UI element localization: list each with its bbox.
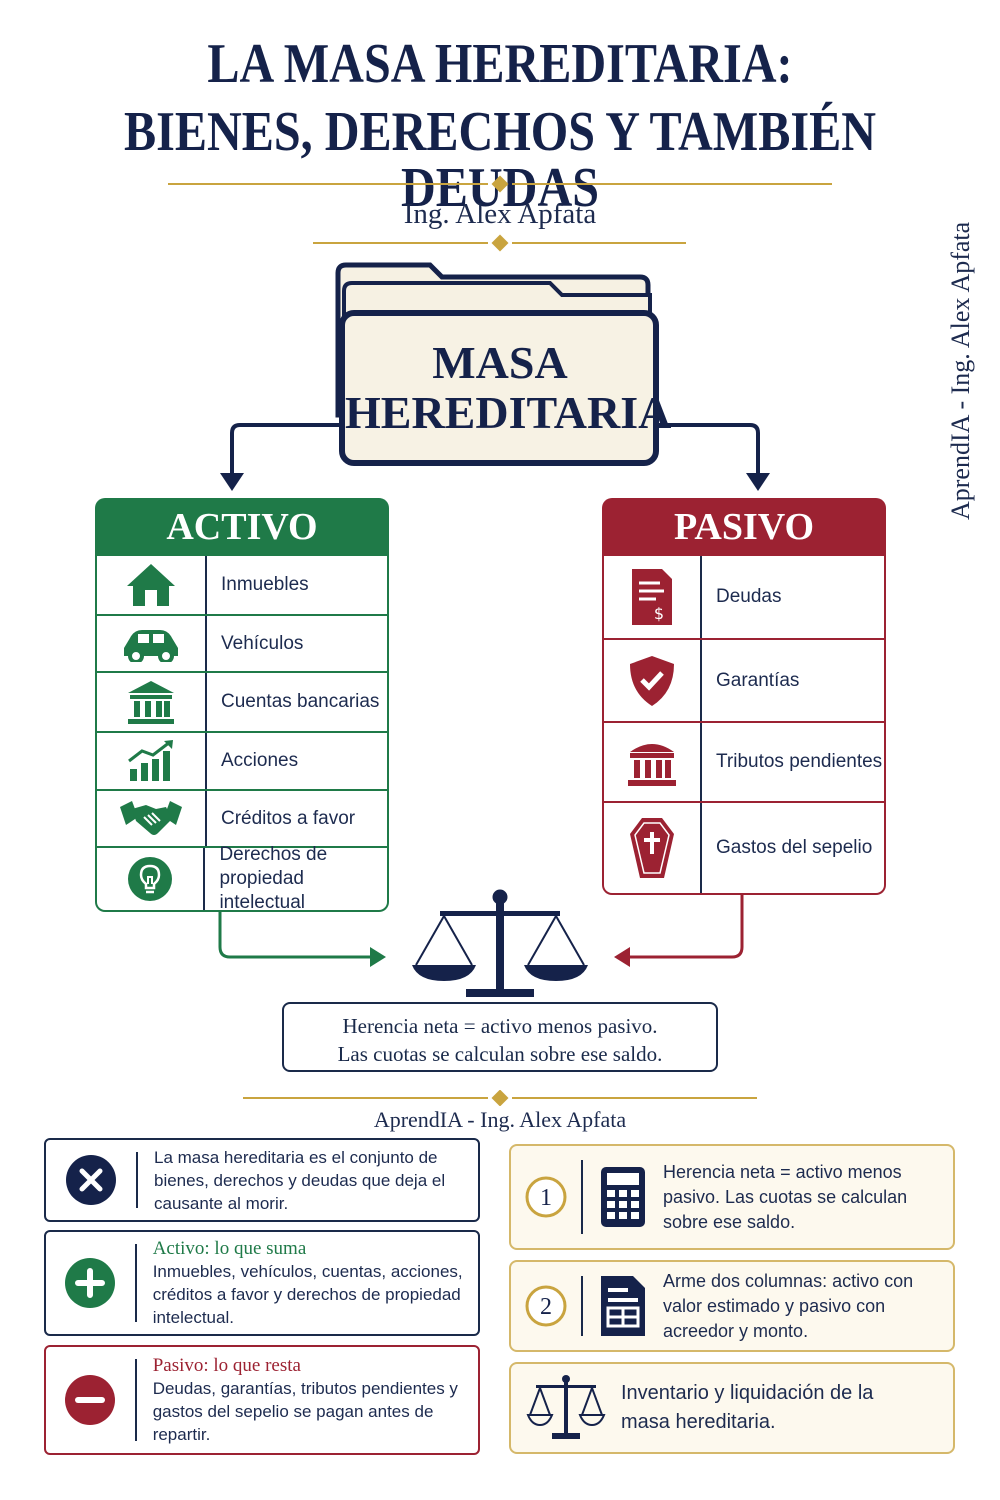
formula-line-2: Las cuotas se calculan sobre ese saldo. bbox=[337, 1042, 663, 1066]
pasivo-card-text: Deudas, garantías, tributos pendientes y… bbox=[152, 1379, 458, 1444]
activo-item-label: Inmuebles bbox=[221, 574, 309, 595]
activo-card-content: Activo: lo que suma Inmuebles, vehículos… bbox=[137, 1237, 478, 1329]
activo-item: Créditos a favor bbox=[97, 791, 387, 848]
folder-label-line-1: MASA bbox=[432, 337, 568, 388]
scales-icon bbox=[511, 1373, 621, 1443]
folder-icon bbox=[339, 310, 659, 466]
gold-dividers bbox=[168, 175, 832, 252]
folder-label-line-2: HEREDITARIA bbox=[345, 387, 672, 438]
folder-diagram bbox=[220, 262, 770, 491]
activo-card-text: Inmuebles, vehículos, cuentas, acciones,… bbox=[152, 1262, 463, 1327]
pasivo-card-content: Pasivo: lo que resta Deudas, garantías, … bbox=[137, 1354, 478, 1446]
card-divider bbox=[134, 1244, 137, 1322]
scales-icon bbox=[412, 889, 588, 997]
house-icon bbox=[97, 556, 207, 614]
car-icon bbox=[97, 616, 207, 671]
calculator-icon bbox=[583, 1165, 663, 1229]
activo-item-label: Acciones bbox=[221, 750, 299, 771]
definition-text: La masa hereditaria es el conjunto de bi… bbox=[154, 1147, 446, 1213]
invoice-icon: $ bbox=[604, 556, 702, 638]
card-divider bbox=[581, 1160, 583, 1234]
plus-circle-icon bbox=[46, 1257, 135, 1309]
pasivo-item: $ Deudas bbox=[604, 556, 884, 640]
card-divider bbox=[136, 1152, 138, 1208]
svg-text:2: 2 bbox=[540, 1294, 552, 1320]
growth-chart-icon bbox=[97, 733, 207, 789]
formula-box: Herencia neta = activo menos pasivo. Las… bbox=[282, 1002, 718, 1072]
lightbulb-icon bbox=[97, 848, 206, 910]
summary-text: Inventario y liquidación de la masa here… bbox=[621, 1382, 874, 1433]
minus-circle-icon bbox=[46, 1374, 135, 1426]
pasivo-column: PASIVO $ Deudas Garantías Tributos pendi… bbox=[602, 498, 886, 895]
step-1-text: Herencia neta = activo menos pasivo. Las… bbox=[663, 1161, 908, 1232]
step-2-text: Arme dos columnas: activo con valor esti… bbox=[663, 1270, 914, 1341]
step-number-badge: 1 bbox=[511, 1175, 581, 1219]
step-number-badge: 2 bbox=[511, 1284, 581, 1328]
card-divider bbox=[134, 1359, 137, 1441]
pasivo-header: PASIVO bbox=[602, 498, 886, 556]
activo-item-label: Créditos a favor bbox=[221, 807, 356, 829]
pasivo-item-label: Garantías bbox=[716, 669, 800, 691]
activo-item-label: Cuentas bancarias bbox=[221, 691, 380, 712]
pasivo-item: Tributos pendientes bbox=[604, 723, 884, 803]
activo-item-label: Derechos de propiedad intelectual bbox=[219, 844, 328, 912]
pasivo-item: Garantías bbox=[604, 640, 884, 723]
handshake-icon bbox=[97, 791, 207, 846]
activo-list: Inmuebles Vehículos Cuentas bancarias Ac… bbox=[95, 556, 389, 912]
activo-card: Activo: lo que suma Inmuebles, vehículos… bbox=[44, 1230, 480, 1336]
balance-diagram bbox=[218, 889, 744, 997]
author-name: Ing. Alex Apfata bbox=[403, 198, 597, 230]
summary-card: Inventario y liquidación de la masa here… bbox=[509, 1362, 955, 1454]
pasivo-card-heading: Pasivo: lo que resta bbox=[152, 1355, 301, 1376]
svg-text:1: 1 bbox=[540, 1185, 552, 1211]
activo-item: Vehículos bbox=[97, 616, 387, 673]
bank-icon bbox=[97, 673, 207, 731]
definition-card: La masa hereditaria es el conjunto de bi… bbox=[44, 1138, 480, 1222]
folder-label: MASA HEREDITARIA bbox=[345, 337, 672, 438]
activo-item: Acciones bbox=[97, 733, 387, 791]
pasivo-list: $ Deudas Garantías Tributos pendientes G… bbox=[602, 556, 886, 895]
close-circle-icon bbox=[46, 1154, 136, 1206]
shield-check-icon bbox=[604, 640, 702, 721]
activo-item-label: Vehículos bbox=[221, 632, 304, 654]
pasivo-item-label: Deudas bbox=[716, 586, 782, 607]
pasivo-item: Gastos del sepelio bbox=[604, 803, 884, 893]
step-card-1: 1 Herencia neta = activo menos pasivo. L… bbox=[509, 1144, 955, 1250]
step-card-2: 2 Arme dos columnas: activo con valor es… bbox=[509, 1260, 955, 1352]
government-building-icon bbox=[604, 723, 702, 801]
coffin-icon bbox=[604, 803, 702, 893]
activo-card-heading: Activo: lo que suma bbox=[152, 1238, 307, 1259]
activo-item: Derechos de propiedad intelectual bbox=[97, 844, 387, 910]
title-line-1: LA MASA HEREDITARIA: bbox=[207, 33, 793, 95]
footer-label: AprendIA - Ing. Alex Apfata bbox=[373, 1107, 627, 1132]
activo-header: ACTIVO bbox=[95, 498, 389, 556]
form-document-icon bbox=[583, 1274, 663, 1338]
pasivo-item-label: Gastos del sepelio bbox=[716, 837, 873, 858]
footer-divider bbox=[243, 1090, 757, 1106]
pasivo-card: Pasivo: lo que resta Deudas, garantías, … bbox=[44, 1345, 480, 1455]
activo-column: ACTIVO Inmuebles Vehículos Cuentas banca… bbox=[95, 498, 389, 912]
pasivo-item-label: Tributos pendientes bbox=[716, 751, 883, 772]
activo-item: Cuentas bancarias bbox=[97, 673, 387, 733]
formula-line-1: Herencia neta = activo menos pasivo. bbox=[342, 1014, 658, 1038]
activo-item: Inmuebles bbox=[97, 556, 387, 616]
svg-text:$: $ bbox=[654, 604, 664, 623]
card-divider bbox=[581, 1276, 583, 1336]
